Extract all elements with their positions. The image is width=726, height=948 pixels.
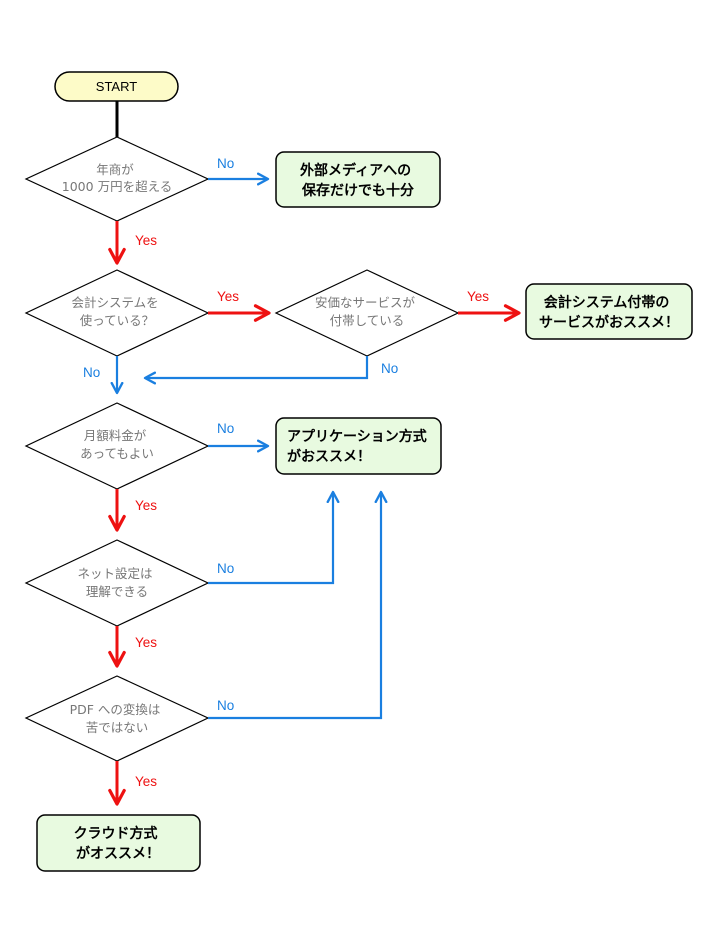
result-text-line: アプリケーション方式 <box>287 428 427 445</box>
no-label: No <box>83 365 100 380</box>
decision-text-line: 付帯している <box>330 313 405 328</box>
decision-text-line: 月額料金が <box>84 428 147 443</box>
yes-label: Yes <box>135 774 157 789</box>
result-text-line: 保存だけでも十分 <box>301 182 414 199</box>
decision-text-line: 1000 万円を超える <box>62 179 172 194</box>
result-bundled-service: 会計システム付帯の サービスがおススメ！ <box>525 283 693 340</box>
decision-annual-sales: 年商が 1000 万円を超える <box>24 136 210 222</box>
yes-label: Yes <box>135 233 157 248</box>
decision-pdf-conversion: PDF への変換は 苦ではない <box>24 675 210 762</box>
decision-text-line: 会計システムを <box>71 295 158 310</box>
start-label: START <box>96 79 137 94</box>
no-label: No <box>217 698 234 713</box>
svg-text:会計システム付帯の サービスがおススメ！: 会計システム付帯の サービスがおススメ！ <box>539 294 679 331</box>
no-label: No <box>217 421 234 436</box>
result-application: アプリケーション方式 がおススメ！ <box>275 417 442 475</box>
decision-text-line: 苦ではない <box>86 720 149 735</box>
decision-cheap-service: 安価なサービスが 付帯している <box>274 269 460 357</box>
svg-text:アプリケーション方式 がおススメ！: アプリケーション方式 がおススメ！ <box>287 428 432 465</box>
start-terminal: START <box>54 71 179 102</box>
no-label: No <box>217 561 234 576</box>
decision-text-line: 理解できる <box>86 584 148 599</box>
decision-text-line: 年商が <box>96 162 134 177</box>
decision-text-line: 使っている？ <box>80 313 154 328</box>
result-external-media: 外部メディアへの 保存だけでも十分 <box>275 151 441 208</box>
svg-text:月額料金が あってもよい: 月額料金が あってもよい <box>80 428 154 461</box>
svg-text:安価なサービスが 付帯している: 安価なサービスが 付帯している <box>315 295 419 328</box>
no-label: No <box>217 156 234 171</box>
decision-text-line: ネット設定は <box>78 566 153 581</box>
yes-label: Yes <box>135 498 157 513</box>
svg-text:クラウド方式 がオススメ！: クラウド方式 がオススメ！ <box>74 825 163 862</box>
decision-network-setup: ネット設定は 理解できる <box>24 539 210 627</box>
result-shape <box>275 417 442 475</box>
result-text-line: がオススメ！ <box>76 845 160 862</box>
result-shape <box>525 283 693 340</box>
no-label: No <box>381 361 398 376</box>
yes-label: Yes <box>217 289 239 304</box>
no-arrow <box>143 356 369 385</box>
decision-text-line: PDF への変換は <box>70 702 161 717</box>
svg-text:会計システムを 使っている？: 会計システムを 使っている？ <box>71 295 162 328</box>
svg-text:年商が 1000 万円を超える: 年商が 1000 万円を超える <box>62 162 172 194</box>
svg-text:外部メディアへの 保存だけでも十分: 外部メディアへの 保存だけでも十分 <box>300 162 416 199</box>
result-text-line: がおススメ！ <box>287 448 371 465</box>
no-arrow <box>208 490 388 720</box>
decision-monthly-fee: 月額料金が あってもよい <box>24 402 210 490</box>
result-shape <box>275 151 441 208</box>
decision-shape <box>24 675 210 762</box>
result-text-line: 会計システム付帯の <box>544 294 670 311</box>
decision-text-line: あってもよい <box>80 446 154 461</box>
result-cloud: クラウド方式 がオススメ！ <box>36 814 201 872</box>
result-text-line: サービスがおススメ！ <box>539 314 679 331</box>
decision-accounting-system: 会計システムを 使っている？ <box>24 269 210 357</box>
svg-text:ネット設定は 理解できる: ネット設定は 理解できる <box>78 566 157 599</box>
svg-text:PDF への変換は 苦ではない: PDF への変換は 苦ではない <box>70 702 165 735</box>
result-shape <box>36 814 201 872</box>
decision-text-line: 安価なサービスが <box>315 295 416 310</box>
no-arrow <box>208 490 340 585</box>
result-text-line: クラウド方式 <box>74 825 158 842</box>
result-text-line: 外部メディアへの <box>300 162 411 179</box>
decision-shape <box>24 539 210 627</box>
yes-label: Yes <box>135 635 157 650</box>
yes-label: Yes <box>467 289 489 304</box>
